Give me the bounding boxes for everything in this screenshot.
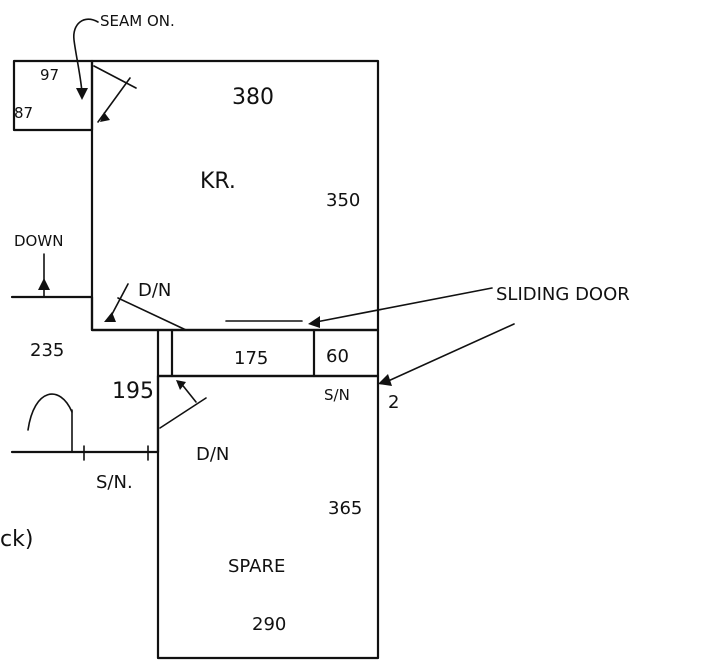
small-room-side-dimension: 87 — [14, 104, 33, 122]
edge-text-fragment: ck) — [0, 527, 33, 552]
left-room-width-dimension: 195 — [112, 379, 154, 404]
spare-side-dimension: 365 — [328, 498, 362, 519]
sliding-door-arrow-lower — [378, 374, 392, 386]
sliding-door-arrow-upper — [308, 316, 320, 328]
spare-dn-arrowhead — [176, 380, 186, 390]
spare-door-swing — [159, 397, 207, 429]
sliding-door-pointer-lower — [385, 323, 515, 383]
kr-door-swing-top — [93, 65, 137, 123]
kr-side-dimension: 350 — [326, 190, 360, 211]
left-room-outline — [10, 295, 160, 454]
kr-dn-pointer — [109, 283, 129, 319]
passage-short-dimension: 60 — [326, 346, 349, 367]
kr-dn-arrowhead — [104, 312, 116, 322]
down-label: DOWN — [14, 232, 63, 250]
sliding-door-label: SLIDING DOOR — [496, 284, 630, 305]
seam-pointer-line — [73, 18, 99, 93]
kr-dn-diagonal — [117, 297, 187, 331]
spare-dn-label: D/N — [196, 444, 229, 465]
left-room-door-swing — [27, 393, 73, 431]
kr-room-name: KR. — [200, 169, 236, 194]
left-room-top-dimension: 235 — [30, 340, 64, 361]
left-room-sn-label: S/N. — [96, 472, 133, 493]
spare-sn-label: S/N — [324, 386, 350, 404]
seam-arrowhead — [76, 88, 88, 100]
spare-room-name: SPARE — [228, 556, 285, 577]
kr-door-swing-arrow — [100, 112, 110, 122]
seam-label: SEAM ON. — [100, 12, 175, 30]
spare-bottom-dimension: 290 — [252, 614, 286, 635]
kr-dn-label: D/N — [138, 280, 171, 301]
passage-length-dimension: 175 — [234, 348, 268, 369]
kr-top-dimension: 380 — [232, 85, 274, 110]
down-arrowhead — [38, 278, 50, 290]
sliding-door-pointer-upper — [315, 287, 493, 323]
left-room-sn-ticks — [83, 445, 149, 461]
spare-two-label: 2 — [388, 392, 399, 413]
spare-room-outline — [156, 374, 380, 660]
small-room-top-dimension: 97 — [40, 66, 59, 84]
